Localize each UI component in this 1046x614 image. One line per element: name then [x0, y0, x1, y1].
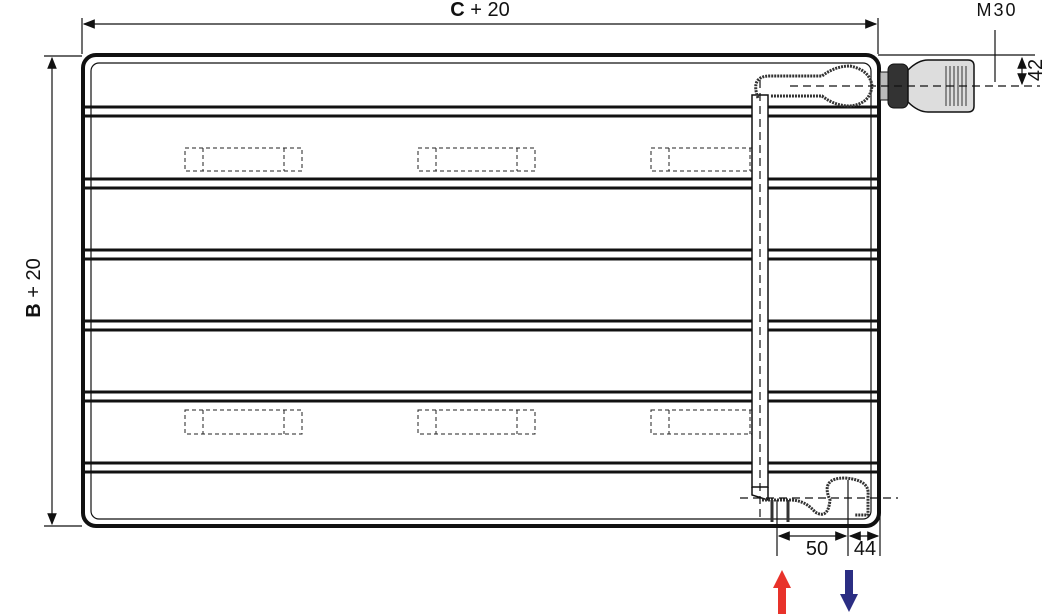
mounting-brackets	[184, 147, 769, 435]
thread-label: M30	[976, 0, 1017, 20]
valve-dimensions: M30 42	[790, 0, 1046, 87]
edge-offset-label: 44	[854, 538, 876, 560]
width-label: C + 20	[450, 0, 510, 21]
connection-dimensions: 50 44	[740, 480, 898, 560]
radiator-body	[81, 53, 881, 528]
valve-offset-label: 42	[1025, 59, 1046, 81]
height-dimension: B + 20	[23, 55, 82, 527]
internal-pipe	[751, 64, 874, 522]
convector-bars	[85, 105, 877, 474]
width-dimension: C + 20	[81, 0, 879, 54]
arrow-down-icon	[840, 570, 858, 612]
arrow-up-icon	[773, 570, 791, 614]
height-label: B + 20	[23, 258, 45, 318]
connection-spacing-label: 50	[806, 538, 828, 560]
